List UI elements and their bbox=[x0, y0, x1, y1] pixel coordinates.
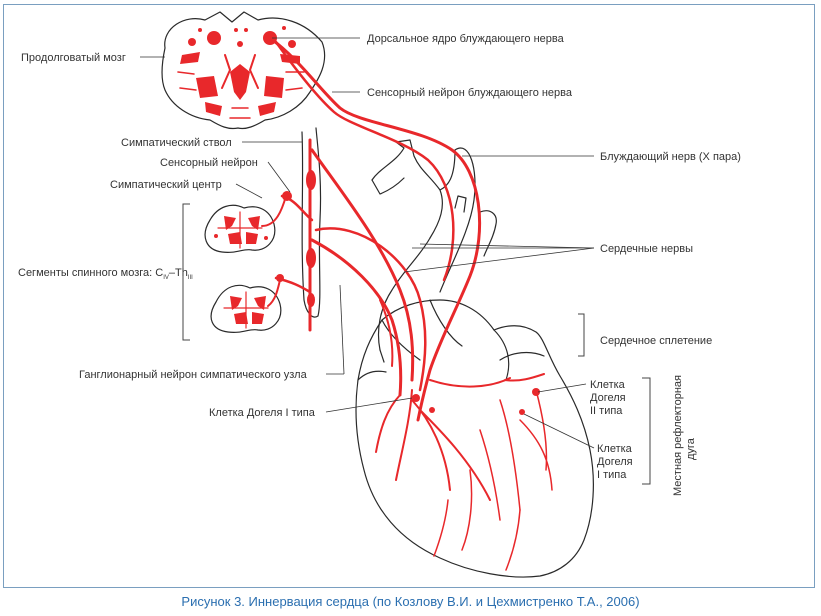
spinal-segment-lower bbox=[210, 284, 282, 334]
label-ganglionic-neuron: Ганглионарный нейрон симпатического узла bbox=[79, 369, 308, 381]
figure-frame bbox=[3, 4, 815, 588]
label-vagus: Блуждающий нерв (X пара) bbox=[600, 151, 741, 163]
label-dogiel-2-line1: Клетка bbox=[590, 379, 626, 391]
label-dogiel-2-line3: II типа bbox=[590, 405, 623, 417]
label-dogiel-1-left: Клетка Догеля I типа bbox=[209, 407, 316, 419]
label-dorsal-nucleus: Дорсальное ядро блуждающего нерва bbox=[367, 33, 565, 45]
reflex-arc-bracket bbox=[642, 377, 651, 485]
medulla-oblongata bbox=[161, 11, 326, 130]
label-sympathetic-trunk: Симпатический ствол bbox=[121, 137, 232, 149]
label-sympathetic-center: Симпатический центр bbox=[110, 179, 222, 191]
brackets bbox=[182, 203, 651, 485]
label-reflex-arc-line2: дуга bbox=[685, 437, 697, 460]
label-cardiac-plexus: Сердечное сплетение bbox=[600, 335, 712, 347]
label-reflex-arc-line1: Местная рефлекторная bbox=[672, 375, 684, 496]
label-dogiel-2-line2: Догеля bbox=[590, 392, 626, 404]
heart-innervation-diagram: Продолговатый мозг Дорсальное ядро блужд… bbox=[18, 11, 741, 578]
leader-lines bbox=[140, 37, 595, 449]
label-sensory-vagal: Сенсорный нейрон блуждающего нерва bbox=[367, 87, 573, 99]
figure-caption: Рисунок 3. Иннервация сердца (по Козлову… bbox=[181, 594, 640, 609]
sympathetic-trunk bbox=[276, 127, 322, 332]
intracardiac-branches bbox=[375, 373, 553, 571]
label-dogiel-1-line3: I типа bbox=[597, 469, 627, 481]
label-segments: Сегменты спинного мозга: CIV–ThIII bbox=[18, 267, 193, 281]
sympathetic-cardiac-nerves bbox=[261, 148, 427, 397]
label-medulla: Продолговатый мозг bbox=[21, 52, 126, 64]
segments-bracket bbox=[182, 203, 190, 341]
label-dogiel-1-line1: Клетка bbox=[597, 443, 633, 455]
spinal-segment-upper bbox=[204, 204, 276, 254]
plexus-bracket bbox=[578, 313, 585, 357]
vagus-nerve bbox=[268, 36, 482, 422]
text-labels: Продолговатый мозг Дорсальное ядро блужд… bbox=[18, 33, 741, 496]
label-dogiel-1-line2: Догеля bbox=[597, 456, 633, 468]
label-sensory-neuron: Сенсорный нейрон bbox=[160, 157, 258, 169]
label-cardiac-nerves: Сердечные нервы bbox=[600, 243, 693, 255]
